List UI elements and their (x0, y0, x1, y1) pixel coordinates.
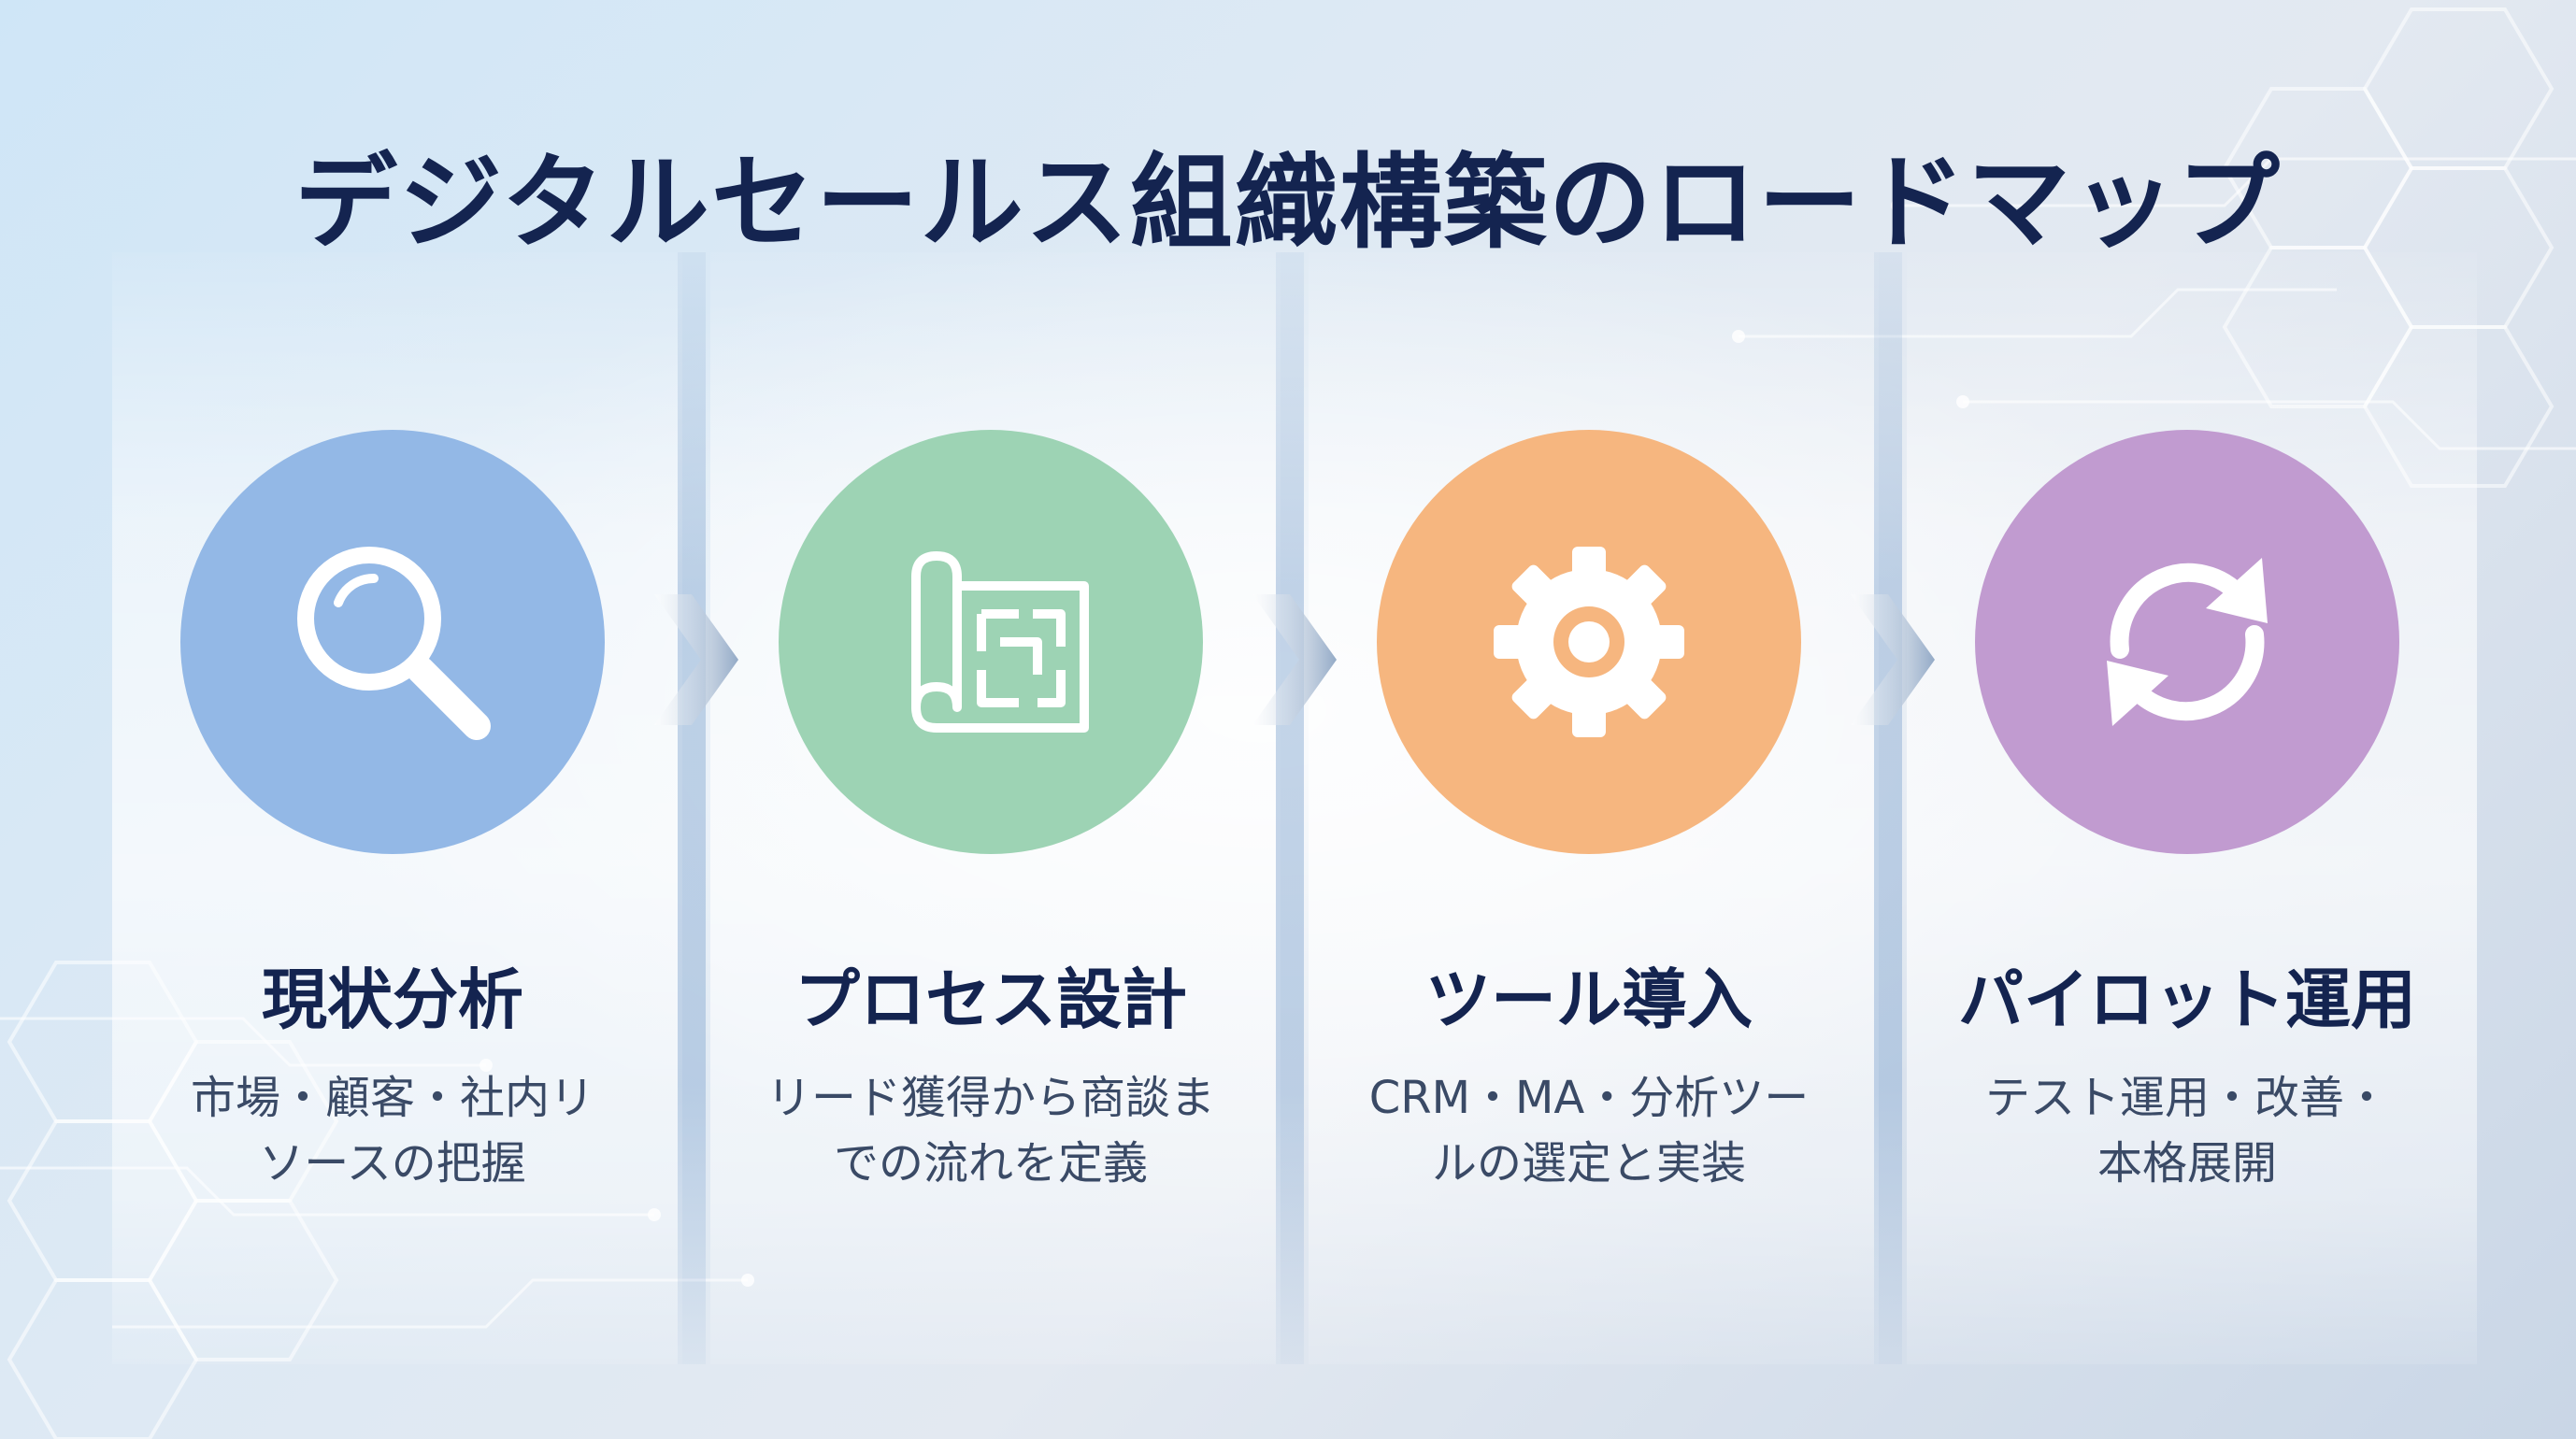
chevron-right-icon (1252, 594, 1337, 725)
column-divider (1874, 252, 1902, 1364)
step-3-description-line-2: ルの選定と実装 (1431, 1137, 1746, 1190)
blueprint-icon (911, 551, 1089, 733)
step-4-circle (1975, 430, 2399, 854)
step-1-description: 市場・顧客・社内リ ソースの把握 (93, 1065, 692, 1196)
step-3-description-line-1: CRM・MA・分析ツー (1368, 1072, 1810, 1124)
step-1-description-line-1: 市場・顧客・社内リ (190, 1072, 594, 1124)
step-3-title: ツール導入 (1425, 962, 1753, 1038)
magnifier-icon (297, 547, 491, 740)
step-2-description: リード獲得から商談ま での流れを定義 (692, 1065, 1290, 1196)
step-4-title: パイロット運用 (1958, 962, 2416, 1038)
step-4-description-line-2: 本格展開 (2097, 1137, 2277, 1190)
step-1-title: 現状分析 (262, 962, 523, 1038)
chevron-right-icon (654, 594, 738, 725)
step-3-circle (1377, 430, 1801, 854)
step-2-description-line-1: リード獲得から商談ま (766, 1072, 1215, 1124)
step-2-title: プロセス設計 (794, 962, 1187, 1038)
column-divider (678, 252, 706, 1364)
gear-icon (1494, 547, 1684, 737)
step-4-description: テスト運用・改善・ 本格展開 (1888, 1065, 2486, 1196)
column-divider (1276, 252, 1304, 1364)
step-2-circle (779, 430, 1203, 854)
page-title: デジタルセールス組織構築のロードマップ (294, 142, 2282, 263)
step-3-description: CRM・MA・分析ツー ルの選定と実装 (1290, 1065, 1888, 1196)
step-4-description-line-1: テスト運用・改善・ (1984, 1072, 2389, 1124)
step-1-description-line-2: ソースの把握 (259, 1137, 526, 1190)
chevron-right-icon (1851, 594, 1935, 725)
step-2-description-line-2: での流れを定義 (833, 1137, 1148, 1190)
step-1-circle (180, 430, 605, 854)
refresh-cycle-icon (2107, 558, 2268, 726)
